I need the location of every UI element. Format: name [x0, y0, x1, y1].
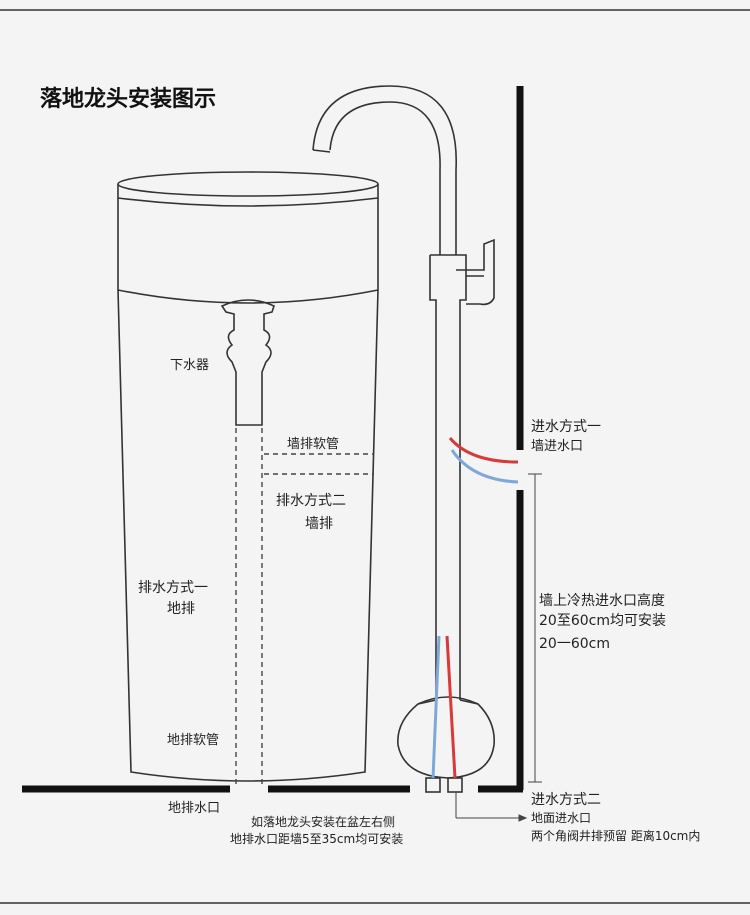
floor-water-pipes — [431, 635, 457, 779]
label-floor-drain: 地排 — [167, 601, 195, 617]
wall-drain-pipe — [264, 453, 374, 475]
label-floor-outlet: 地排水口 — [168, 801, 220, 816]
floor-inlet-connectors — [425, 777, 463, 793]
label-inlet-method-one: 进水方式一 — [531, 419, 601, 435]
label-note-line2: 地排水口距墙5至35cm均可安装 — [230, 831, 403, 846]
wall-water-pipes — [448, 437, 519, 484]
page-title: 落地龙头安装图示 — [40, 86, 216, 112]
floor-drain-pipe — [235, 428, 263, 785]
label-height-line1: 墙上冷热进水口高度 — [539, 592, 665, 609]
floor-inlet-pointer — [455, 792, 528, 822]
label-valve-note: 两个角阀井排预留 距离10cm内 — [531, 828, 700, 843]
label-wall-hose: 墙排软管 — [287, 437, 339, 452]
label-floor-inlet: 地面进水口 — [531, 811, 591, 825]
drain-device — [220, 299, 275, 426]
label-drain-method-one: 排水方式一 — [138, 580, 208, 596]
label-drain-method-two: 排水方式二 — [276, 493, 346, 509]
label-height-range: 20一60cm — [539, 636, 610, 652]
label-inlet-method-two: 进水方式二 — [531, 792, 601, 808]
label-wall-drain: 墙排 — [305, 516, 333, 532]
pedestal-basin — [117, 171, 379, 782]
label-height-line2: 20至60cm均可安装 — [539, 613, 666, 629]
faucet — [312, 85, 495, 779]
label-wall-inlet: 墙进水口 — [531, 439, 583, 454]
height-dimension — [528, 473, 542, 783]
label-drain-device: 下水器 — [170, 358, 209, 373]
label-note-line1: 如落地龙头安装在盆左右侧 — [251, 814, 395, 829]
label-floor-hose: 地排软管 — [167, 733, 219, 748]
